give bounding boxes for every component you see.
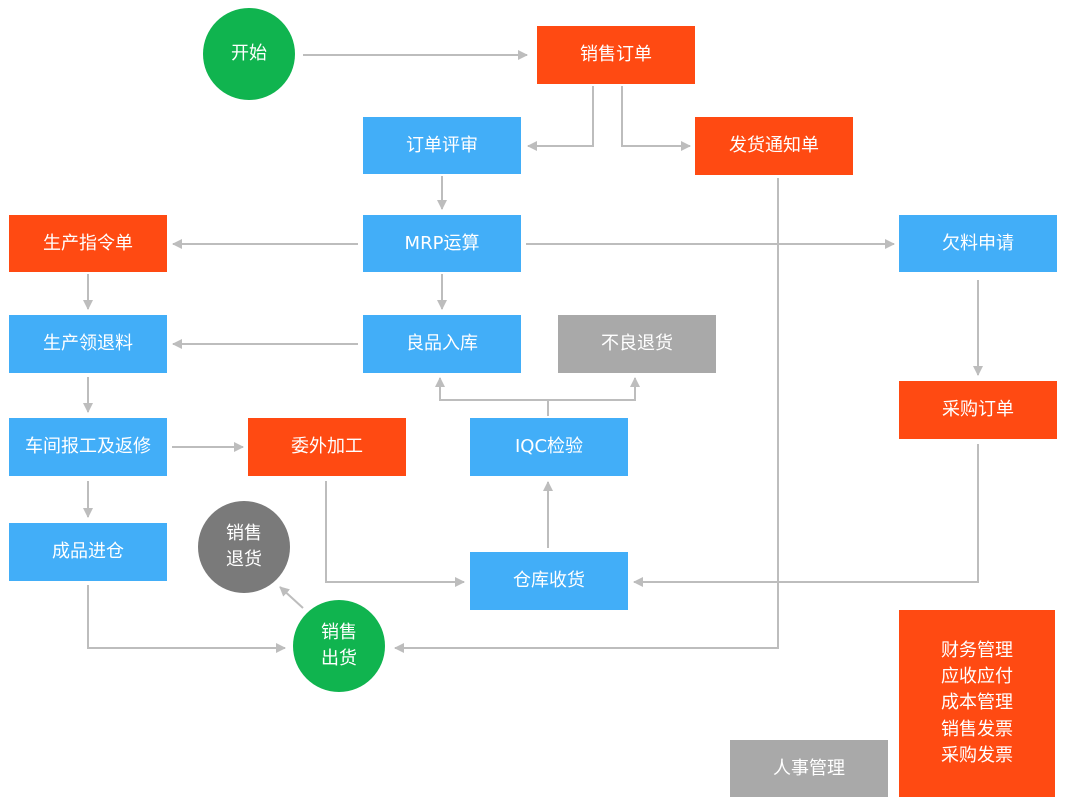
sales-shipment-label: 销售 出货: [321, 621, 357, 669]
finished-goods-label: 成品进仓: [52, 541, 124, 563]
finance-modules-box: 财务管理 应收应付 成本管理 销售发票 采购发票: [899, 610, 1055, 797]
good-receipt-label: 良品入库: [406, 333, 478, 355]
sales-shipment-node: 销售 出货: [293, 600, 385, 692]
reject-return-box: 不良退货: [558, 315, 716, 373]
purchase-order-label: 采购订单: [942, 399, 1014, 421]
edge-sales-order-to-delivery-notice: [621, 86, 691, 151]
good-receipt-box: 良品入库: [363, 315, 521, 373]
order-review-label: 订单评审: [406, 134, 478, 156]
purchase-order-box: 采购订单: [899, 381, 1057, 439]
start-label: 开始: [231, 43, 267, 65]
edge-finished-goods-to-shipment: [87, 585, 286, 653]
finished-goods-box: 成品进仓: [9, 523, 167, 581]
mrp-label: MRP运算: [404, 232, 480, 254]
sales-return-node: 销售 退货: [198, 501, 290, 593]
warehouse-receipt-label: 仓库收货: [513, 570, 585, 592]
shortage-request-label: 欠料申请: [942, 232, 1014, 254]
sales-return-label: 销售 退货: [226, 522, 262, 570]
sales-order-box: 销售订单: [537, 26, 695, 84]
workshop-report-label: 车间报工及返修: [25, 436, 151, 458]
start-node: 开始: [203, 8, 295, 100]
iqc-box: IQC检验: [470, 418, 628, 476]
production-order-label: 生产指令单: [43, 232, 133, 254]
hr-box: 人事管理: [730, 740, 888, 797]
production-order-box: 生产指令单: [9, 215, 167, 272]
edge-shipment-to-sales-return: [279, 586, 304, 609]
outsourcing-box: 委外加工: [248, 418, 406, 476]
order-review-box: 订单评审: [363, 117, 521, 174]
edge-sales-order-to-order-review: [527, 86, 594, 151]
iqc-label: IQC检验: [514, 436, 584, 458]
edge-iqc-to-reject-return: [548, 377, 640, 401]
outsourcing-label: 委外加工: [291, 436, 363, 458]
workshop-report-box: 车间报工及返修: [9, 418, 167, 476]
mrp-box: MRP运算: [363, 215, 521, 272]
edge-outsourcing-to-warehouse: [325, 481, 465, 587]
delivery-notice-label: 发货通知单: [729, 135, 819, 157]
edge-purchase-order-to-warehouse: [633, 444, 979, 587]
warehouse-receipt-box: 仓库收货: [470, 552, 628, 610]
hr-label: 人事管理: [773, 757, 845, 779]
edge-delivery-notice-to-shipment: [394, 178, 779, 653]
edge-iqc-to-good-receipt: [435, 377, 549, 416]
material-issue-box: 生产领退料: [9, 315, 167, 373]
reject-return-label: 不良退货: [601, 333, 673, 355]
sales-order-label: 销售订单: [580, 44, 652, 66]
shortage-request-box: 欠料申请: [899, 215, 1057, 272]
delivery-notice-box: 发货通知单: [695, 117, 853, 175]
finance-modules-label: 财务管理 应收应付 成本管理 销售发票 采购发票: [941, 640, 1013, 766]
material-issue-label: 生产领退料: [43, 333, 133, 355]
